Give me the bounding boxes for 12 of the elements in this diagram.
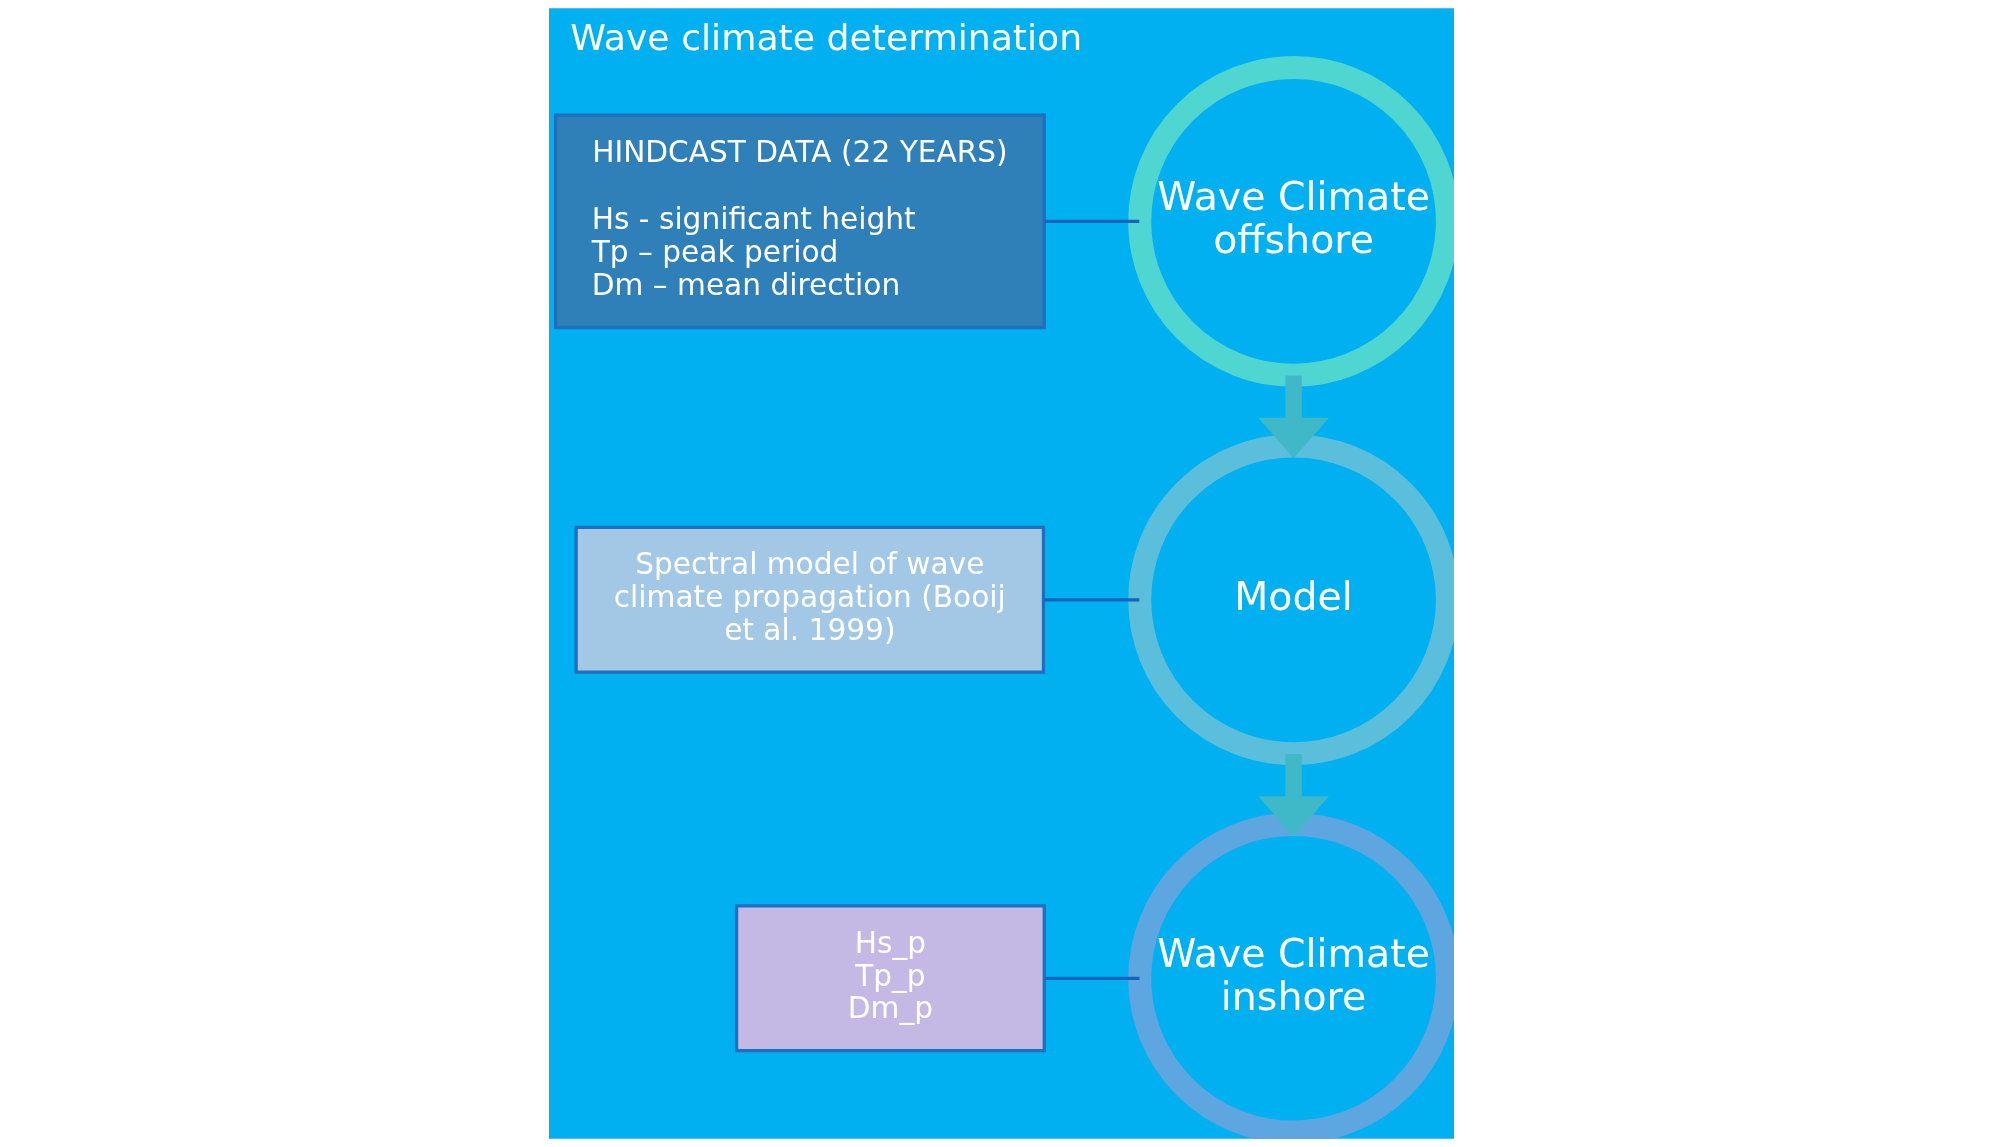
connector bbox=[1043, 219, 1139, 223]
node-circle: Wave Climate offshore bbox=[1127, 56, 1454, 387]
arrow bbox=[1257, 754, 1329, 837]
node-box: Spectral model of wave climate propagation (Booij et al. 1999) bbox=[574, 525, 1045, 674]
connector bbox=[1043, 598, 1139, 602]
node-box: HINDCAST DATA (22 YEARS) Hs - significant height Tp – peak period Dm – mean direction bbox=[553, 113, 1046, 330]
node-circle: Wave Climate inshore bbox=[1127, 812, 1454, 1139]
node-circle: Model bbox=[1127, 434, 1454, 766]
node-box: Hs_p Tp_p Dm_p bbox=[734, 904, 1046, 1053]
connector bbox=[1044, 976, 1139, 980]
arrow bbox=[1257, 375, 1329, 459]
diagram-title: Wave climate determination bbox=[569, 16, 1082, 60]
